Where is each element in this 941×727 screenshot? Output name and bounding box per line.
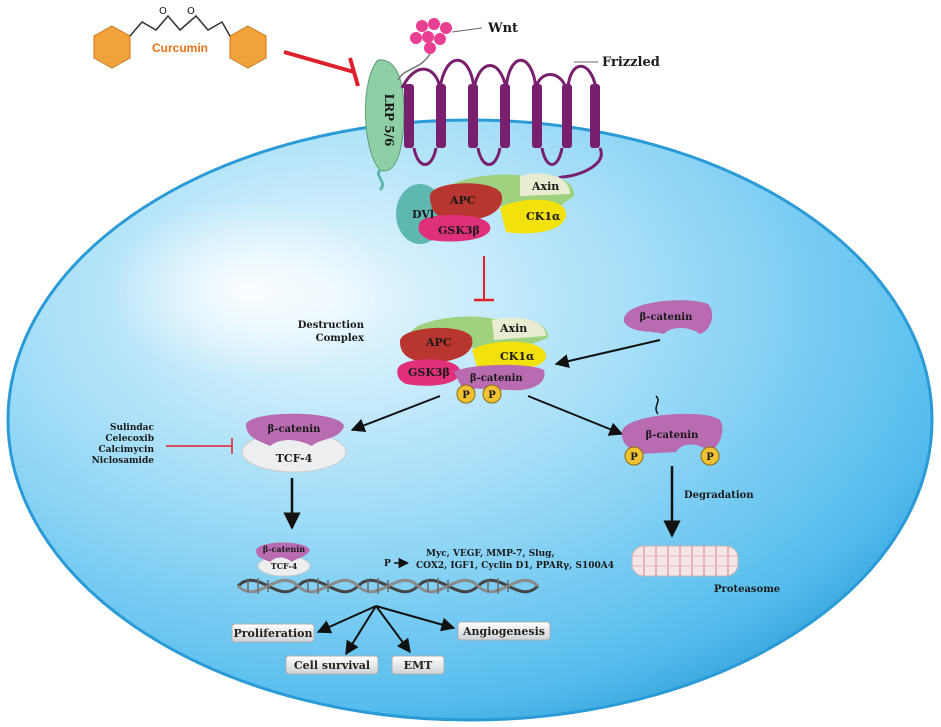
dvl-inhibition-arrow [474,256,494,302]
tcf-label: TCF-4 [276,452,313,465]
destruction-title-1: Destruction [298,320,365,331]
targets-line-2: COX2, IGF1, Cyclin D1, PPARγ, S100A4 [416,561,614,571]
outcome-cell-survival: Cell survival [285,655,379,675]
outcome-angiogenesis-label: Angiogenesis [462,625,545,638]
membrane-gsk-label: GSK3β [438,224,480,237]
target-genes: P Myc, VEGF, MMP-7, Slug, COX2, IGF1, Cy… [384,549,614,571]
inhibitor-3: Calcimycin [98,445,154,455]
frizzled-receptor: Frizzled [400,55,660,179]
nuclear-beta-label: β-catenin [263,544,305,554]
destruction-title-2: Complex [316,333,365,344]
phospho-beta-label: β-catenin [646,430,699,441]
outcome-emt: EMT [391,655,445,675]
curcumin-ring-right [229,25,267,69]
targets-line-1: Myc, VEGF, MMP-7, Slug, [426,549,555,559]
arrow-to-phospho [527,395,624,436]
outcome-arrows [316,605,456,656]
inhibitor-list: Sulindac Celecoxib Calcimycin Niclosamid… [92,423,233,466]
destruction-beta-label: β-catenin [470,373,523,384]
proteasome: Proteasome [631,545,780,595]
destruction-gsk-label: GSK3β [408,366,450,379]
curcumin-molecule: O O Curcumin [93,6,267,69]
destruction-p1: P [462,390,470,401]
destruction-apc-label: APC [425,336,452,349]
inhibitor-4: Niclosamide [92,456,155,466]
outcome-emt-label: EMT [404,659,434,672]
cell-highlight [110,200,390,380]
outcome-proliferation: Proliferation [231,623,315,643]
frizzled-label: Frizzled [602,55,660,70]
promoter-p: P [384,559,391,569]
destruction-ck-label: CK1α [500,350,535,363]
destruction-complex: Destruction Complex APC Axin CK1α GSK3β … [298,316,548,404]
membrane-ck-label: CK1α [526,210,561,223]
membrane-complex: DVl APC Axin GSK3β CK1α [396,173,574,244]
curcumin-inhibition-arrow [283,50,360,87]
inhibitor-2: Celecoxib [105,434,154,444]
phospho-beta-catenin: β-catenin P P Degradation [621,395,754,538]
outcome-angiogenesis: Angiogenesis [457,621,551,641]
phospho-p1: P [630,452,638,463]
outcome-cell-survival-label: Cell survival [294,659,370,672]
curcumin-ring-left [93,25,131,69]
destruction-axin-label: Axin [499,322,527,335]
destruction-p2: P [488,390,496,401]
degradation-label: Degradation [684,490,754,501]
nuclear-tcf-label: TCF-4 [271,561,298,571]
curcumin-chain [129,14,231,37]
proteasome-label: Proteasome [714,584,780,595]
tcf-beta-label: β-catenin [268,424,321,435]
membrane-dvl-label: DVl [412,208,434,221]
lrp-coreceptor: LRP 5/6 [365,59,405,192]
curcumin-label: Curcumin [152,41,208,55]
dna-helix [236,578,540,594]
membrane-axin-label: Axin [531,180,559,193]
outcome-proliferation-label: Proliferation [233,627,312,640]
tcf-complex: β-catenin TCF-4 [241,413,347,530]
lrp-label: LRP 5/6 [382,94,396,147]
free-beta-catenin: β-catenin [554,300,713,368]
arrow-to-tcf [350,395,441,432]
nuclear-complex: β-catenin TCF-4 [256,542,311,577]
inhibitor-1: Sulindac [110,423,155,433]
phospho-p2: P [706,452,714,463]
wnt-ligand: Wnt [397,18,518,81]
membrane-apc-label: APC [449,194,476,207]
free-beta-label: β-catenin [640,312,693,323]
wnt-label: Wnt [487,21,518,36]
curcumin-oxygen-1: O [159,6,167,17]
curcumin-oxygen-2: O [187,6,195,17]
